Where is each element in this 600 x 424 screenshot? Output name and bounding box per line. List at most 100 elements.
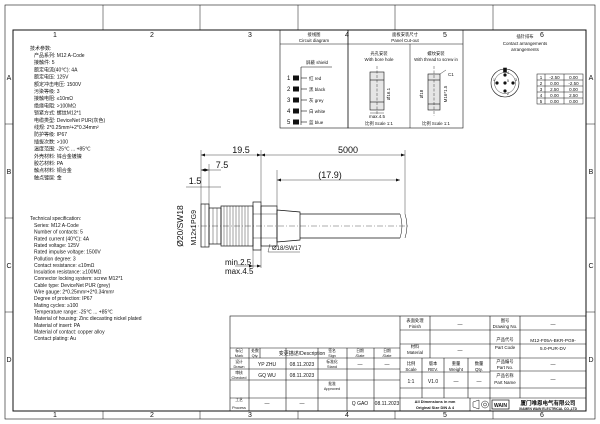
contact-table-cell: 0.00 bbox=[569, 99, 578, 104]
stand-name: — bbox=[358, 362, 363, 368]
spec-en-line: Material of insert: PA bbox=[34, 323, 81, 329]
contact-pin-labels: 1 2 3 4 5 bbox=[493, 71, 517, 96]
qty-label-en: Qty. bbox=[475, 367, 483, 372]
part-name-label-cn: 产品名称 bbox=[496, 372, 514, 379]
dim-19-5: 19.5 bbox=[232, 145, 250, 155]
spec-en-line: Degree of protection: IP67 bbox=[34, 296, 93, 302]
col-number: 3 bbox=[248, 412, 252, 419]
spec-cn-line: 接触件: 5 bbox=[34, 59, 55, 66]
part-code-label-cn: 产品代号 bbox=[496, 336, 513, 343]
row-letter: C bbox=[588, 263, 593, 270]
spec-cn-line: 触点材料: 铜合金 bbox=[34, 167, 72, 174]
part-code-label-en: Part Code bbox=[495, 345, 516, 350]
circuit-pin-number: 3 bbox=[287, 98, 291, 104]
approved-date: 08.11.2023 bbox=[375, 401, 400, 407]
spec-en-line: Connector locking system: screw M12*1 bbox=[34, 276, 123, 282]
circuit-wire-label: 蓝 blue bbox=[309, 119, 324, 125]
part-name-value: — bbox=[551, 377, 556, 383]
version-label-cn: 版本 bbox=[429, 360, 438, 367]
row-letter: B bbox=[589, 169, 594, 176]
weight-label-en: Weight bbox=[449, 367, 464, 372]
spec-en-line: Number of contacts: 5 bbox=[34, 230, 83, 236]
contacts-title-cn: 插针排布 bbox=[516, 33, 534, 40]
dim-pg9: PG9 bbox=[191, 210, 198, 224]
col-number: 6 bbox=[540, 32, 544, 39]
spec-cn-line: 触点镀层: 金 bbox=[34, 174, 62, 181]
col-number: 6 bbox=[540, 412, 544, 419]
cutout-dim-right: M16*1.5 bbox=[443, 85, 448, 102]
role-checked-en: Checked bbox=[232, 376, 247, 380]
circuit-pin-block bbox=[293, 75, 299, 81]
spec-cn-line: 温度范围: -25℃ ... +85℃ bbox=[34, 146, 91, 153]
drawing-no-value: — bbox=[551, 322, 556, 328]
col-number: 2 bbox=[150, 32, 154, 39]
role-drawn-en: Drawn bbox=[234, 365, 245, 369]
circuit-diagram: 接线图 Circuit diagram 屏蔽 shield 1 红 red 2 … bbox=[279, 29, 349, 129]
spec-en-line: Wire gauge: 2*0.25mm²+2*0.34mm² bbox=[34, 290, 115, 296]
dim-max: max.4.5 bbox=[225, 267, 254, 276]
cutout-dim-left: Ø16.1 bbox=[386, 87, 391, 100]
col-number: 4 bbox=[345, 32, 349, 39]
row-letter: A bbox=[589, 75, 594, 82]
title-block-text: 表面处理 Finish — 材料 Material — 图号 Drawing N… bbox=[232, 317, 578, 411]
circuit-wire-5: 5 蓝 blue bbox=[287, 119, 324, 126]
dim-5000: 5000 bbox=[338, 145, 358, 155]
spec-en-line: Contact resistance: ≤10mΩ bbox=[34, 263, 95, 269]
col-number: 5 bbox=[443, 412, 447, 419]
spec-en-line: Rated voltage: 125V bbox=[34, 243, 80, 249]
part-code-value-line2: 5.0-PUR-DV bbox=[540, 346, 567, 351]
contact-table-cell: 0.00 bbox=[550, 99, 559, 104]
role-drawn-cn: 设计 bbox=[235, 359, 243, 364]
contact-table-cell: 0.00 bbox=[550, 93, 559, 98]
contacts-title-en: arrangements bbox=[511, 47, 540, 52]
contacts-title-en: Contact arrangements bbox=[503, 41, 548, 46]
circuit-pin-number: 5 bbox=[287, 120, 291, 126]
weight-value: — bbox=[454, 379, 459, 385]
contact-face bbox=[490, 67, 520, 98]
scale-value: 1:1 bbox=[408, 379, 415, 385]
contact-table-cell: 3 bbox=[540, 87, 543, 92]
part-code-value: M12-F05A-BKR-PG9- bbox=[530, 338, 576, 343]
row-letter: C bbox=[6, 263, 11, 270]
panel-cutout: 面板安装尺寸 Panel Cut-out 光孔安装 With bore hole… bbox=[347, 29, 464, 129]
svg-text:1: 1 bbox=[493, 78, 495, 82]
svg-text:2: 2 bbox=[507, 92, 509, 96]
col-number: 5 bbox=[443, 32, 447, 39]
cutout-dim-left-bottom: max.4.5 bbox=[369, 114, 386, 119]
drawing-no-label-cn: 图号 bbox=[501, 318, 510, 324]
process-date: — bbox=[300, 401, 305, 407]
col-number: 2 bbox=[150, 412, 154, 419]
dim-min: min.2.5 bbox=[225, 258, 252, 267]
circuit-pin-number: 4 bbox=[287, 109, 291, 115]
cutout-title-en: Panel Cut-out bbox=[391, 38, 419, 43]
header-date-cn: 日期 bbox=[356, 348, 364, 353]
header-date2-en: /Date bbox=[382, 354, 391, 358]
spec-cn-line: 额定电压: 125V bbox=[34, 74, 69, 81]
finish-label-cn: 表面处理 bbox=[406, 317, 424, 324]
part-no-label-cn: 产品编号 bbox=[496, 358, 513, 365]
dim-thread: Ø18/SW17 bbox=[272, 246, 302, 252]
spec-en-line: Rated impulse voltage: 1500V bbox=[34, 250, 101, 256]
dim-17-9: (17.9) bbox=[318, 170, 342, 180]
spec-cn-line: 接触电阻: ≤10mΩ bbox=[34, 95, 73, 102]
contact-table-cell: 1 bbox=[540, 75, 543, 80]
finish-label-en: Finish bbox=[409, 324, 422, 329]
company-name-en: XIAMEN WAIN ELECTRICAL CO.,LTD bbox=[519, 407, 578, 411]
part-no-value: — bbox=[551, 362, 556, 368]
svg-text:5: 5 bbox=[507, 79, 509, 83]
col-number: 4 bbox=[345, 412, 349, 419]
header-description: 变更描述/Description bbox=[279, 350, 326, 357]
circuit-shield-label: 屏蔽 shield bbox=[306, 59, 329, 66]
circuit-pin-block bbox=[293, 108, 299, 114]
circuit-pin-block bbox=[293, 119, 299, 125]
svg-text:4: 4 bbox=[507, 71, 509, 75]
spec-cn-line: 产品系列: M12 A-Code bbox=[34, 52, 85, 59]
version-label-en: REV. bbox=[428, 367, 438, 372]
drawing-no-label-en: Drawing No. bbox=[493, 324, 518, 329]
spec-en-line: Series: M12 A-Code bbox=[34, 223, 79, 229]
row-letter: D bbox=[588, 357, 593, 364]
contact-table-cell: -2.50 bbox=[568, 81, 579, 86]
